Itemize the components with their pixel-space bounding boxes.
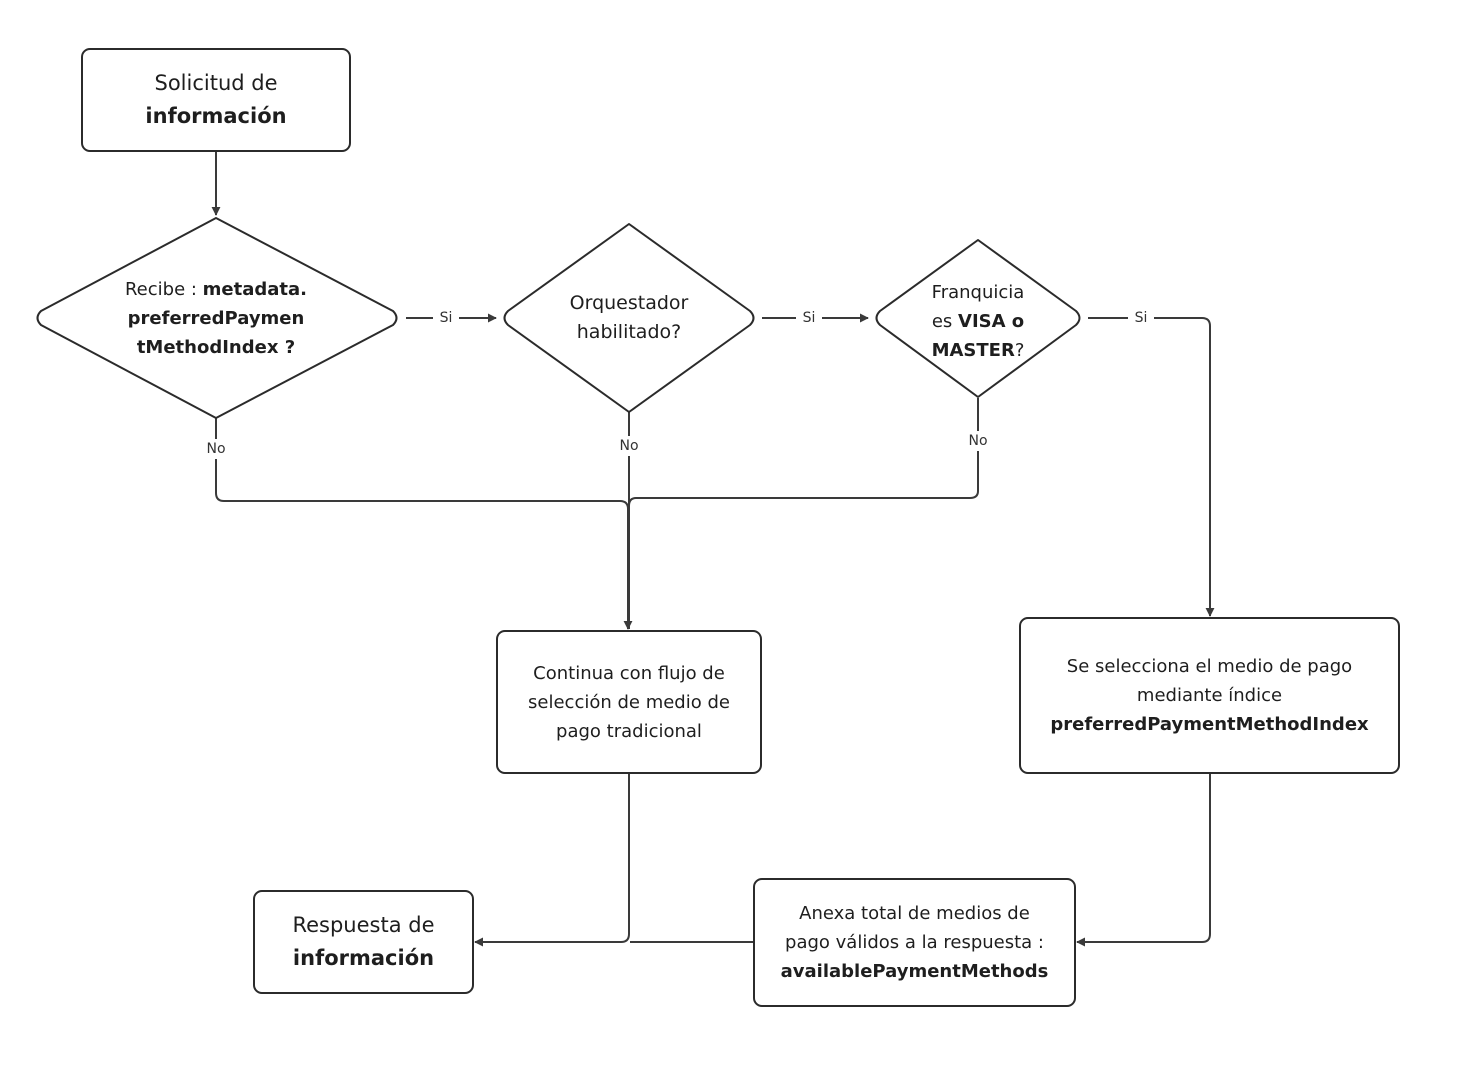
edge-label-franquicia-si-text: Si — [1135, 310, 1148, 326]
node-respuesta-box — [253, 890, 474, 994]
edge-label-orquestador-si: Si — [796, 308, 822, 328]
edge-label-recibe-si: Si — [433, 308, 459, 328]
node-selecciona-box — [1019, 617, 1400, 774]
node-anexa-box — [753, 878, 1076, 1007]
node-solicitud-box — [81, 48, 351, 152]
node-orquestador-diamond — [503, 223, 755, 413]
node-continua-box — [496, 630, 762, 774]
edge-continua-to-respuesta — [474, 773, 630, 947]
node-recibe-diamond — [36, 217, 398, 419]
edge-label-franquicia-si: Si — [1128, 308, 1154, 328]
edge-label-orquestador-si-text: Si — [803, 310, 816, 326]
edge-label-franquicia-no: No — [964, 431, 994, 451]
edge-label-franquicia-no-text: No — [968, 433, 987, 449]
edge-recibe-no-to-continua — [215, 418, 633, 630]
node-franquicia-diamond — [875, 239, 1081, 398]
edge-label-recibe-no: No — [202, 439, 232, 459]
edge-label-orquestador-no: No — [615, 436, 645, 456]
edge-label-recibe-no-text: No — [206, 441, 225, 457]
edge-label-orquestador-no-text: No — [619, 438, 638, 454]
edge-selecciona-to-anexa — [1076, 773, 1211, 947]
edge-franquicia-si-to-selecciona — [1088, 317, 1215, 617]
edge-franquicia-no-to-continua — [628, 398, 979, 507]
edge-label-recibe-si-text: Si — [440, 310, 453, 326]
